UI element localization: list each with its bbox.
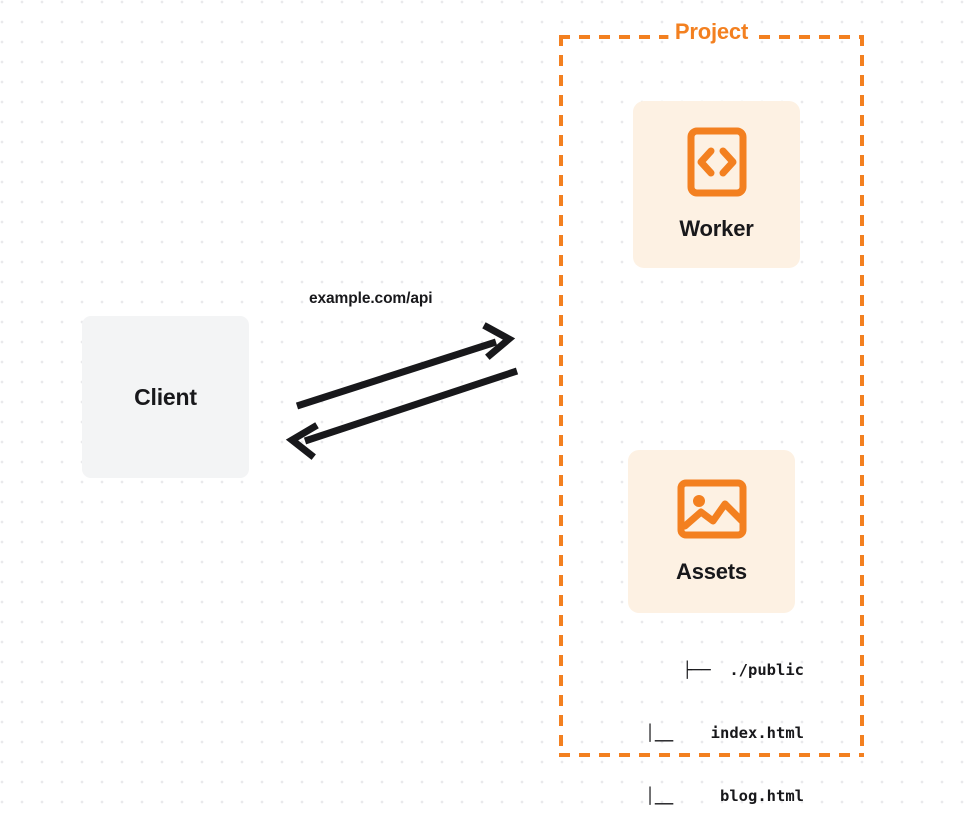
- file-tree-row: ├── ./public: [682, 661, 804, 679]
- arrow-client-to-worker: [295, 322, 516, 410]
- image-icon: [677, 478, 747, 545]
- project-border-left: [559, 35, 563, 757]
- worker-node[interactable]: Worker: [633, 101, 800, 268]
- code-brackets-icon: [687, 127, 747, 202]
- client-label: Client: [134, 383, 197, 410]
- client-node[interactable]: Client: [82, 316, 249, 478]
- project-border-right: [860, 35, 864, 757]
- file-tree-row: │__ blog.html: [645, 787, 804, 805]
- arrow-worker-to-client: [285, 367, 519, 460]
- project-container: Project Worker Assets: [559, 19, 864, 805]
- project-title: Project: [667, 19, 756, 45]
- assets-label: Assets: [676, 559, 747, 584]
- project-border-bottom: [559, 753, 864, 757]
- assets-node[interactable]: Assets: [628, 450, 795, 613]
- connection-label: example.com/api: [309, 290, 433, 307]
- assets-file-tree: ├── ./public │__ index.html │__ blog.htm…: [609, 618, 804, 818]
- file-tree-row: │__ index.html: [645, 724, 804, 742]
- worker-label: Worker: [679, 216, 754, 241]
